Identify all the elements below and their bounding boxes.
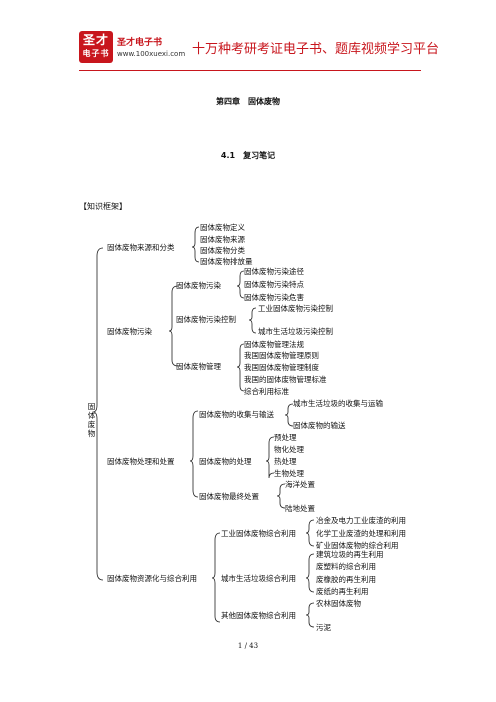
sub-label: 工业固体废物综合利用 [221, 529, 296, 538]
sub-label: 固体废物最终处置 [199, 492, 259, 501]
mindmap-root: 固体废物 [87, 402, 96, 438]
sub-label: 固体废物的收集与输送 [199, 410, 274, 419]
logo-text-2: 电子书 [82, 49, 110, 58]
branch-label: 固体废物污染 [107, 327, 152, 336]
leaf-item: 固体废物来源 [200, 235, 245, 244]
logo: 圣才 电子书 [79, 31, 113, 63]
leaf-item: 物化处理 [274, 445, 304, 454]
leaf-item: 化学工业废渣的处理和利用 [316, 529, 406, 538]
leaf-item: 工业固体废物污染控制 [258, 304, 333, 313]
framework-label: 【知识框架】 [79, 202, 127, 211]
brand-name: 圣才电子书 [117, 38, 163, 48]
sub-label: 固体废物的处理 [199, 457, 252, 466]
leaf-item: 综合利用标准 [244, 387, 289, 396]
sub-label: 固体废物污染控制 [176, 315, 236, 324]
branch-label: 固体废物来源和分类 [107, 243, 175, 252]
header-divider [79, 70, 421, 71]
header-slogan: 十万种考研考证电子书、题库视频学习平台 [192, 42, 440, 57]
leaf-item: 预处理 [274, 433, 297, 442]
leaf-item: 城市生活垃圾污染控制 [258, 327, 333, 336]
leaf-item: 建筑垃圾的再生利用 [316, 550, 384, 559]
site-url[interactable]: www.100xuexi.com [117, 50, 186, 58]
leaf-item: 固体废物污染途径 [244, 267, 304, 276]
leaf-item: 固体废物管理法规 [244, 340, 304, 349]
leaf-item: 陆地处置 [285, 504, 315, 513]
logo-text-1: 圣才 [82, 33, 109, 47]
leaf-item: 固体废物排放量 [200, 257, 253, 266]
chapter-title: 第四章 固体废物 [216, 97, 280, 106]
leaf-item: 生物处理 [274, 469, 304, 478]
leaf-item: 废塑料的综合利用 [316, 562, 376, 571]
leaf-item: 我国的固体废物管理标准 [244, 375, 327, 384]
leaf-item: 固体废物污染特点 [244, 280, 304, 289]
sub-label: 固体废物污染 [176, 281, 221, 290]
sub-label: 其他固体废物综合利用 [221, 611, 296, 620]
sub-label: 城市生活垃圾综合利用 [221, 574, 296, 583]
leaf-item: 固体废物分类 [200, 246, 245, 255]
leaf-item: 固体废物的输送 [293, 421, 346, 430]
leaf-item: 废橡胶的再生利用 [316, 575, 376, 584]
leaf-item: 城市生活垃圾的收集与运输 [293, 399, 383, 408]
branch-label: 固体废物处理和处置 [107, 457, 175, 466]
leaf-item: 我国固体废物管理制度 [244, 363, 319, 372]
leaf-item: 固体废物定义 [200, 223, 245, 232]
leaf-item: 热处理 [274, 457, 297, 466]
leaf-item: 冶金及电力工业废渣的利用 [316, 516, 406, 525]
leaf-item: 固体废物污染危害 [244, 293, 304, 302]
page-number: 1 / 43 [237, 642, 259, 650]
branch-label: 固体废物资源化与综合利用 [107, 574, 197, 583]
leaf-item: 农林固体废物 [316, 599, 361, 608]
sub-label: 固体废物管理 [176, 362, 221, 371]
leaf-item: 废纸的再生利用 [316, 587, 369, 596]
section-title: 4.1 复习笔记 [220, 151, 276, 160]
leaf-item: 污泥 [316, 623, 331, 632]
leaf-item: 海洋处置 [285, 480, 315, 489]
leaf-item: 我国固体废物管理原则 [244, 351, 319, 360]
leaf-item: 矿业固体废物的综合利用 [316, 541, 399, 550]
